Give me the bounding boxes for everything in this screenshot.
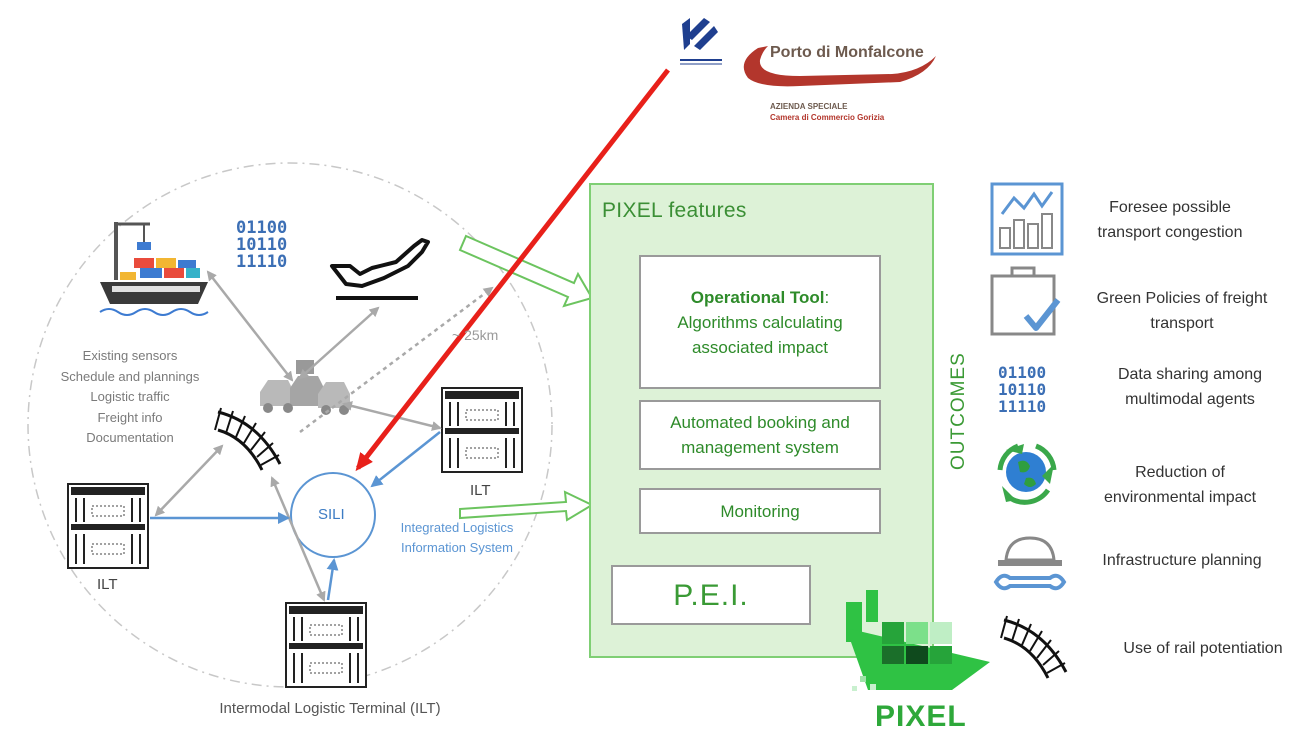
outcome-line: multimodal agents: [1125, 391, 1255, 408]
ils-line: Information System: [401, 540, 513, 555]
cargo-ship-icon: [99, 222, 209, 316]
ship-traffic-arrow: [206, 270, 294, 382]
outcome-line: Data sharing among: [1117, 366, 1263, 383]
sensor-item: Schedule and plannings: [60, 368, 200, 384]
ilt-right-icon: [441, 387, 523, 473]
sili-label: SILI: [318, 506, 345, 523]
outcome-item: Foresee possible transport congestion: [1050, 195, 1290, 245]
operational-tool-line: Algorithms calculating: [677, 312, 843, 332]
booking-line: management system: [681, 438, 839, 457]
ils-label: Integrated Logistics Information System: [377, 518, 537, 558]
university-logo-icon: [680, 18, 722, 65]
sensor-item: Existing sensors: [82, 348, 178, 363]
features-input-arrow-top: [458, 234, 594, 308]
outcome-item: Infrastructure planning: [1062, 548, 1302, 573]
distance-arrow: [299, 286, 494, 433]
rail-ilt-arrow: [270, 476, 326, 602]
monitoring-box: Monitoring: [639, 488, 881, 534]
features-input-arrow-bottom: [459, 490, 595, 522]
port-logo-swoosh: [743, 46, 936, 87]
recycle-globe-icon: [997, 443, 1057, 505]
booking-system-box: Automated booking and management system: [639, 400, 881, 470]
truck-ilt-arrow: [342, 401, 442, 431]
ilt-caption: Intermodal Logistic Terminal (ILT): [219, 700, 441, 717]
ilt-left-icon: [67, 483, 149, 569]
ilt-sili-arrow-right: [370, 431, 441, 488]
port-logo-title: Porto di Monfalcone: [770, 44, 924, 61]
port-sili-red-arrow: [355, 68, 670, 472]
operational-tool-heading: Operational Tool: [690, 287, 825, 307]
green-bag-icon: [990, 266, 1061, 336]
sensor-list: Existing sensors Schedule and plannings …: [30, 346, 230, 449]
binary-data-icon: 01100 10110 11110: [236, 220, 287, 271]
outcome-line: Green Policies of freight: [1096, 290, 1268, 307]
outcome-item: Reduction of environmental impact: [1060, 460, 1300, 510]
plane-traffic-arrow: [298, 306, 380, 380]
port-logo-subtitle2: Camera di Commercio Gorizia: [770, 113, 885, 122]
binary-line: 11110: [236, 252, 288, 272]
pei-label: P.E.I.: [673, 578, 749, 612]
ilt-left-label: ILT: [97, 576, 118, 593]
sensor-item: Documentation: [86, 430, 174, 445]
bar-chart-icon: [990, 182, 1064, 256]
hardhat-wrench-icon: [993, 536, 1067, 591]
airplane-icon: [330, 238, 430, 300]
sensor-item: Logistic traffic: [90, 389, 170, 404]
binary-data-outcome-icon: 01100 10110 11110: [998, 364, 1046, 415]
outcome-item: Green Policies of freight transport: [1062, 286, 1302, 336]
ils-line: Integrated Logistics: [400, 520, 514, 535]
outcome-line: environmental impact: [1103, 489, 1257, 506]
outcome-line: Use of rail potentiation: [1123, 640, 1283, 657]
pei-box: P.E.I.: [611, 565, 811, 625]
ilt-bottom-icon: [285, 602, 367, 688]
booking-line: Automated booking and: [670, 413, 850, 432]
outcome-line: Foresee possible: [1109, 199, 1231, 216]
outcome-line: transport congestion: [1097, 224, 1243, 241]
features-title: PIXEL features: [602, 199, 747, 222]
pixel-logo-icon: [846, 590, 990, 691]
binary-line: 01100: [236, 218, 288, 238]
distance-label: ~ 25km: [452, 327, 499, 343]
ilt-right-label: ILT: [470, 482, 491, 499]
binary-line: 10110: [998, 380, 1047, 399]
monitoring-label: Monitoring: [720, 501, 800, 521]
operational-tool-box: Operational Tool: Algorithms calculating…: [639, 255, 881, 389]
operational-tool-heading-line: Operational Tool:: [690, 287, 830, 307]
outcome-line: Reduction of: [1135, 464, 1225, 481]
outcome-item: Use of rail potentiation: [1083, 636, 1307, 661]
outcomes-title: OUTCOMES: [948, 352, 969, 470]
outcome-item: Data sharing among multimodal agents: [1070, 362, 1307, 412]
trucks-icon: [260, 360, 350, 415]
port-logo-subtitle: AZIENDA SPECIALE: [770, 102, 848, 111]
rail-tracks-outcome-icon: [999, 614, 1068, 680]
ilt-rail-arrow: [154, 444, 224, 517]
binary-line: 10110: [236, 235, 288, 255]
ilt-sili-arrow-bottom: [326, 558, 339, 601]
pixel-logo-text: PIXEL: [875, 700, 967, 733]
outcome-line: transport: [1150, 315, 1214, 332]
binary-line: 11110: [998, 397, 1047, 416]
outcome-line: Infrastructure planning: [1102, 552, 1262, 569]
binary-line: 01100: [998, 363, 1047, 382]
sensor-item: Freight info: [97, 409, 163, 425]
operational-tool-line: associated impact: [691, 337, 829, 357]
